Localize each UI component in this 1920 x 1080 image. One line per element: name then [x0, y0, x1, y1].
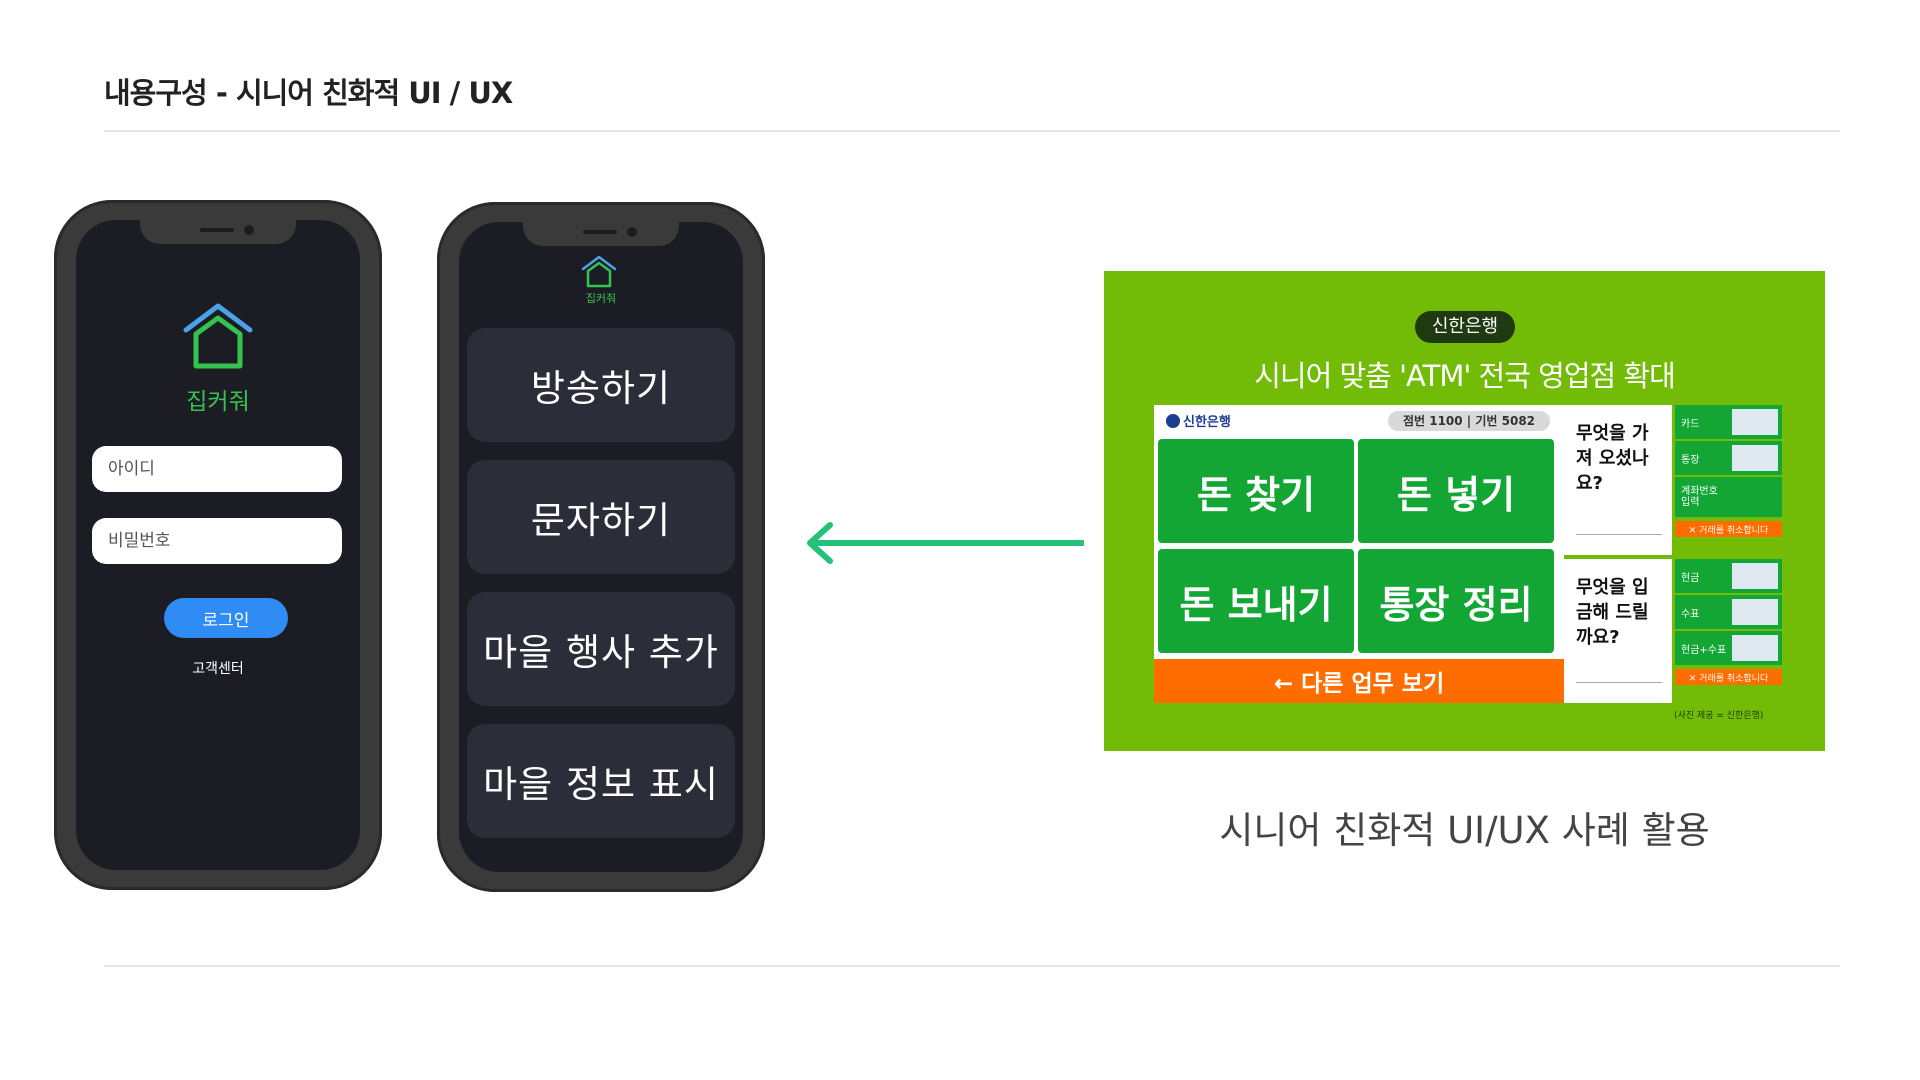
- top-divider: [104, 130, 1840, 132]
- speaker-icon: [583, 230, 617, 234]
- divider: [1576, 534, 1662, 535]
- id-input[interactable]: [92, 446, 342, 492]
- slide-title: 내용구성 - 시니어 친화적 UI / UX: [104, 76, 513, 110]
- cancel-transaction-button: ✕ 거래를 취소합니다: [1675, 521, 1782, 537]
- option-label: 통장: [1681, 454, 1700, 466]
- phone-notch: [140, 220, 296, 244]
- atm-example-image: 신한은행 시니어 맞춤 'ATM' 전국 영업점 확대 신한은행 점번 1100…: [1104, 271, 1825, 751]
- check-icon: [1732, 599, 1778, 625]
- passbook-icon: [1732, 445, 1778, 471]
- option-label: 계좌번호 입력: [1681, 486, 1718, 508]
- bank-logo-icon: [1166, 414, 1180, 428]
- speaker-icon: [200, 228, 234, 232]
- bank-logo-text: 신한은행: [1183, 415, 1231, 430]
- option-label: 현금+수표: [1681, 644, 1727, 656]
- divider: [1576, 682, 1662, 683]
- cash-check-icon: [1732, 635, 1778, 661]
- option-label: 카드: [1681, 418, 1700, 430]
- photo-credit: (사진 제공 = 신한은행): [1674, 711, 1764, 721]
- question-panel-1: 무엇을 가져 오셨나요?: [1564, 405, 1672, 555]
- option-card: 카드: [1675, 405, 1782, 439]
- atm-side-panels: 무엇을 가져 오셨나요? 카드 통장 계좌번호 입력 ✕ 거래를 취소합니다 무…: [1564, 405, 1782, 703]
- phone-menu-mockup: 집커줘 방송하기 문자하기 마을 행사 추가 마을 정보 표시: [437, 202, 765, 892]
- deposit-button: 돈 넣기: [1358, 439, 1554, 543]
- password-input[interactable]: [92, 518, 342, 564]
- menu-message-button[interactable]: 문자하기: [467, 460, 735, 574]
- cash-icon: [1732, 563, 1778, 589]
- customer-center-link[interactable]: 고객센터: [192, 661, 244, 677]
- menu-add-event-button[interactable]: 마을 행사 추가: [467, 592, 735, 706]
- question-text: 무엇을 가져 오셨나요?: [1576, 423, 1649, 494]
- camera-icon: [244, 225, 254, 235]
- house-logo-icon: [183, 303, 253, 369]
- option-account-number: 계좌번호 입력: [1675, 477, 1782, 517]
- question-text: 무엇을 입금해 드릴까요?: [1576, 577, 1649, 648]
- menu-broadcast-button[interactable]: 방송하기: [467, 328, 735, 442]
- bottom-divider: [104, 965, 1840, 967]
- option-check: 수표: [1675, 595, 1782, 629]
- camera-icon: [627, 227, 637, 237]
- option-label: 현금: [1681, 572, 1700, 584]
- atm-headline: 시니어 맞춤 'ATM' 전국 영업점 확대: [1254, 359, 1676, 393]
- option-cash-and-check: 현금+수표: [1675, 631, 1782, 665]
- login-button[interactable]: 로그인: [164, 598, 288, 638]
- other-tasks-button: ← 다른 업무 보기: [1154, 659, 1564, 703]
- app-name: 집커줘: [585, 292, 617, 305]
- card-icon: [1732, 409, 1778, 435]
- transfer-button: 돈 보내기: [1158, 549, 1354, 653]
- phone-notch: [523, 222, 679, 246]
- bank-badge: 신한은행: [1415, 311, 1515, 343]
- menu-village-info-button[interactable]: 마을 정보 표시: [467, 724, 735, 838]
- atm-top-bar: 신한은행 점번 1100 | 기번 5082: [1154, 405, 1564, 435]
- phone-login-mockup: 집커줘 로그인 고객센터: [54, 200, 382, 890]
- menu-screen: 집커줘 방송하기 문자하기 마을 행사 추가 마을 정보 표시: [459, 222, 743, 872]
- bank-logo: 신한은행: [1166, 411, 1231, 430]
- example-caption: 시니어 친화적 UI/UX 사례 활용: [1219, 809, 1710, 852]
- arrow-left-icon: [807, 522, 1084, 564]
- house-logo-icon: [581, 255, 617, 288]
- cancel-transaction-button: ✕ 거래를 취소합니다: [1675, 669, 1782, 685]
- atm-ticket: 점번 1100 | 기번 5082: [1388, 411, 1550, 431]
- option-cash: 현금: [1675, 559, 1782, 593]
- atm-screen: 신한은행 점번 1100 | 기번 5082 돈 찾기 돈 넣기 돈 보내기 통…: [1154, 405, 1564, 703]
- passbook-button: 통장 정리: [1358, 549, 1554, 653]
- question-panel-2: 무엇을 입금해 드릴까요?: [1564, 559, 1672, 703]
- app-name: 집커줘: [186, 389, 250, 415]
- withdraw-button: 돈 찾기: [1158, 439, 1354, 543]
- login-screen: 집커줘 로그인 고객센터: [76, 220, 360, 870]
- option-label: 수표: [1681, 608, 1700, 620]
- option-passbook: 통장: [1675, 441, 1782, 475]
